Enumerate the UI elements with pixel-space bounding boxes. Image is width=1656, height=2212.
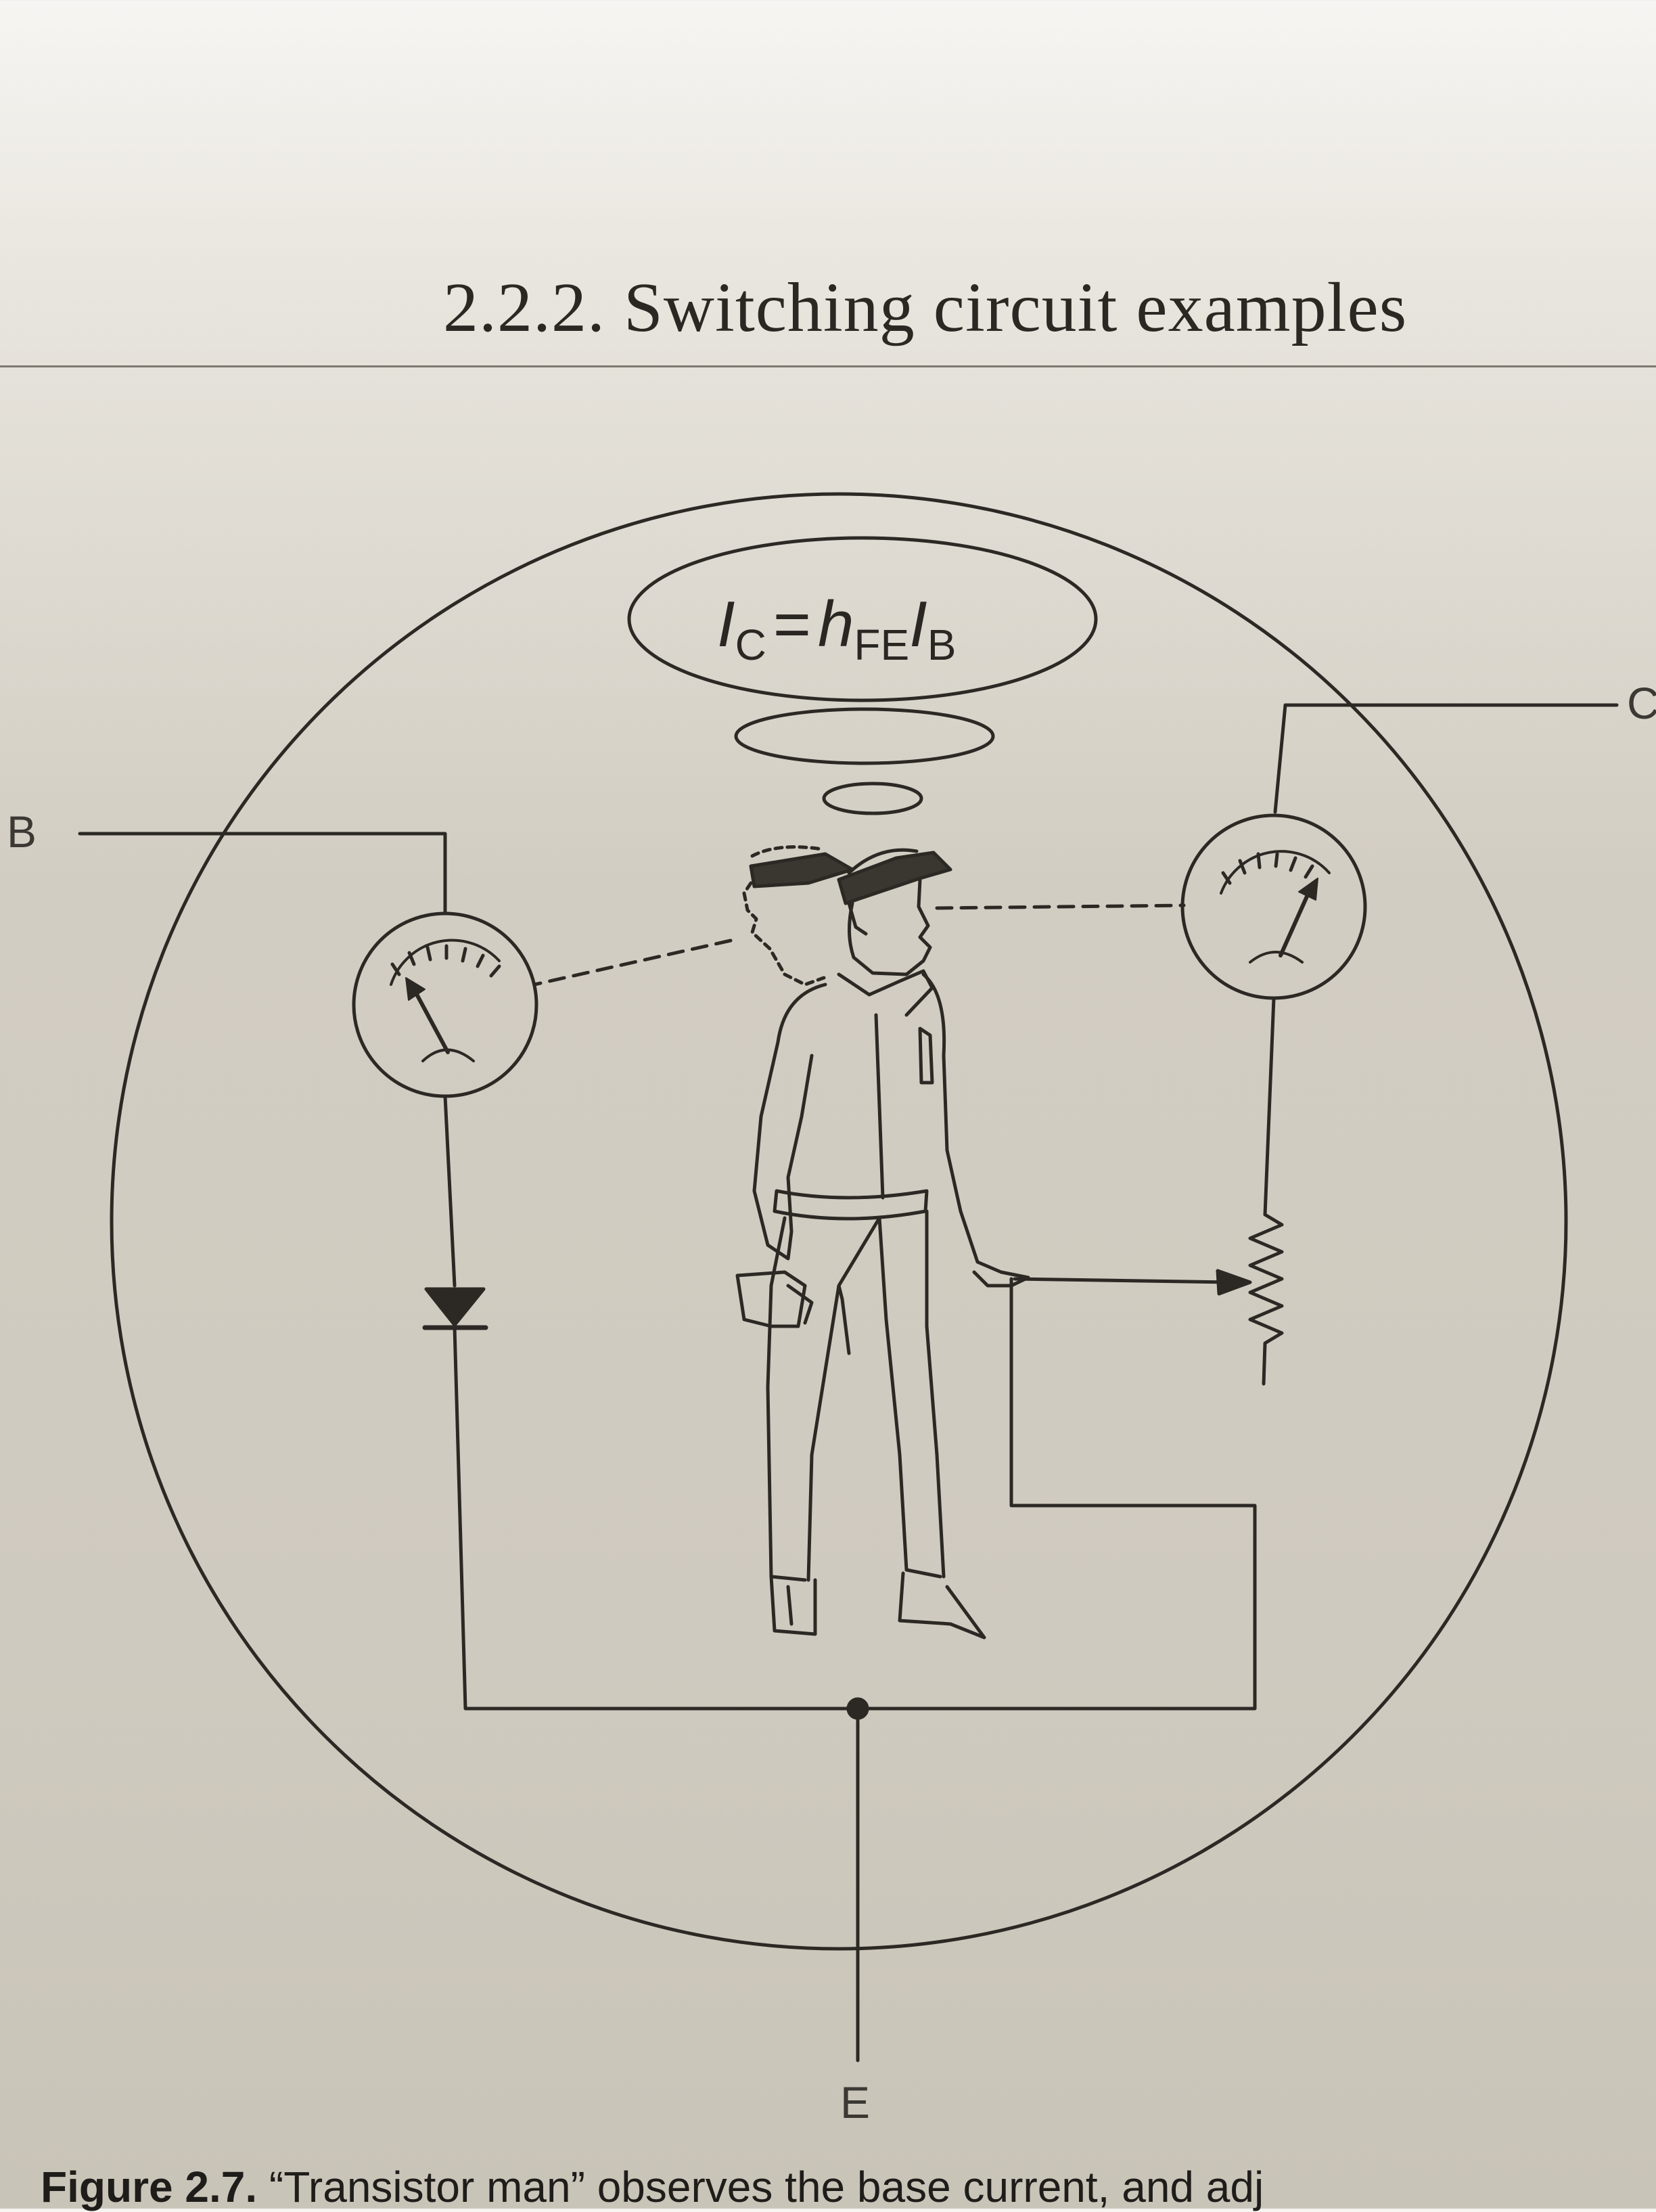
thought-bubble-small bbox=[822, 782, 923, 815]
figure-caption: Figure 2.7. “Transistor man” observes th… bbox=[41, 2162, 1264, 2212]
collector-lead-wire bbox=[1273, 703, 1619, 814]
gaze-line-to-base-meter bbox=[532, 939, 733, 987]
heading-rule bbox=[0, 365, 1656, 367]
svg-text:IC=hFEIB: IC=hFEIB bbox=[717, 588, 956, 669]
formula-gain-subscript: FE bbox=[854, 620, 909, 669]
variable-resistor bbox=[1248, 1213, 1284, 1386]
diode-to-emitter-wire bbox=[453, 1277, 1257, 1711]
collector-current-meter bbox=[1180, 813, 1367, 1000]
formula-base-current-symbol: I bbox=[909, 588, 927, 660]
figure-caption-label: Figure 2.7. bbox=[41, 2163, 258, 2211]
resistor-wiper-arm bbox=[1013, 1277, 1233, 1284]
transistor-man-illustration bbox=[735, 845, 1030, 1640]
thought-bubble-large bbox=[627, 536, 1098, 702]
formula-base-subscript: B bbox=[927, 620, 957, 669]
formula-equals-sign: = bbox=[773, 588, 811, 660]
base-diode bbox=[422, 1287, 488, 1330]
figure-caption-text: “Transistor man” observes the base curre… bbox=[269, 2163, 1264, 2211]
thought-bubble-medium bbox=[734, 707, 995, 765]
gaze-line-to-collector-meter bbox=[935, 903, 1186, 910]
formula-collector-current-symbol: I bbox=[717, 588, 735, 660]
terminal-label-collector: C bbox=[1627, 678, 1656, 728]
base-to-diode-wire bbox=[443, 1094, 457, 1288]
section-heading: 2.2.2. Switching circuit examples bbox=[443, 269, 1408, 346]
transistor-enclosure-circle bbox=[110, 492, 1568, 1951]
base-current-meter bbox=[352, 911, 538, 1098]
formula-collector-subscript: C bbox=[735, 620, 766, 669]
resistor-wiper-arrowhead bbox=[1216, 1269, 1252, 1296]
terminal-label-base: B bbox=[7, 807, 37, 857]
formula-gain-symbol: h bbox=[818, 588, 854, 660]
collector-to-resistor-wire bbox=[1263, 996, 1276, 1217]
base-lead-wire bbox=[78, 832, 447, 916]
terminal-label-emitter: E bbox=[840, 2077, 870, 2127]
